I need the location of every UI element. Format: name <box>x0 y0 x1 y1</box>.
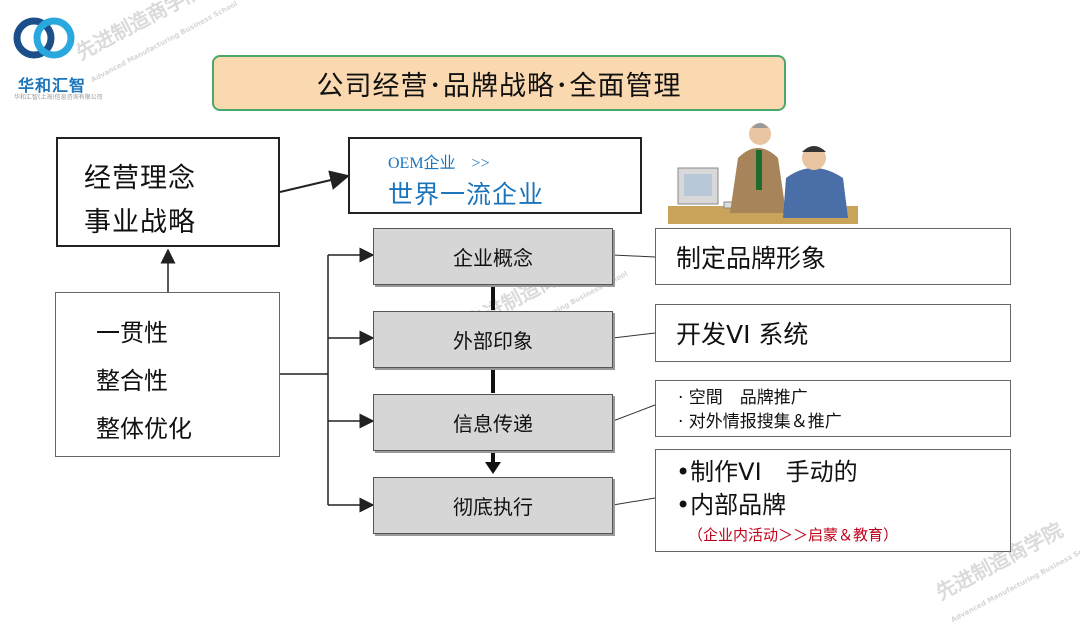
promotion-item: · 空間 品牌推广 <box>678 388 808 408</box>
step-external-image: 外部印象 <box>373 311 613 368</box>
left-top-line: 经营理念 <box>84 163 196 194</box>
principle-item: 整体优化 <box>96 415 192 443</box>
promotion-item: · 对外情报搜集＆推广 <box>678 412 842 432</box>
step-corporate-concept: 企业概念 <box>373 228 613 285</box>
management-philosophy-box: 经营理念 事业战略 <box>56 137 280 247</box>
internal-brand-item: •制作VI 手动的 <box>676 458 858 486</box>
left-top-line: 事业战略 <box>84 207 196 238</box>
brand-image-box: 制定品牌形象 <box>655 228 1011 285</box>
internal-brand-note: （企业内活动＞＞启蒙＆教育） <box>688 526 899 544</box>
goal-main: 世界一流企业 <box>388 180 545 209</box>
goal-small: OEM企业 >> <box>388 155 490 172</box>
principle-item: 整合性 <box>96 367 168 395</box>
principle-item: 一贯性 <box>96 319 168 347</box>
page-title: 公司经营･品牌战略･全面管理 <box>212 55 786 111</box>
step-thorough-execution: 彻底执行 <box>373 477 613 534</box>
goal-box: OEM企业 >> 世界一流企业 <box>348 137 642 214</box>
logo-mark-icon <box>13 17 75 59</box>
connector-lines <box>160 170 656 513</box>
brand-logo <box>8 10 118 100</box>
principles-box: 一贯性 整合性 整体优化 <box>55 292 280 457</box>
promotion-box: · 空間 品牌推广 · 对外情报搜集＆推广 <box>655 380 1011 437</box>
vi-system-text: 开发VI 系统 <box>676 320 809 349</box>
internal-brand-box: •制作VI 手动的 •内部品牌 （企业内活动＞＞启蒙＆教育） <box>655 449 1011 552</box>
step-information-delivery: 信息传递 <box>373 394 613 451</box>
internal-brand-item: •内部品牌 <box>676 491 787 519</box>
businessmen-illustration <box>668 123 858 224</box>
logo-subtitle: 华和汇智(上海)信息咨询有限公司 <box>14 94 103 101</box>
vi-system-box: 开发VI 系统 <box>655 304 1011 362</box>
logo-name: 华和汇智 <box>18 76 87 95</box>
brand-image-text: 制定品牌形象 <box>676 243 827 273</box>
